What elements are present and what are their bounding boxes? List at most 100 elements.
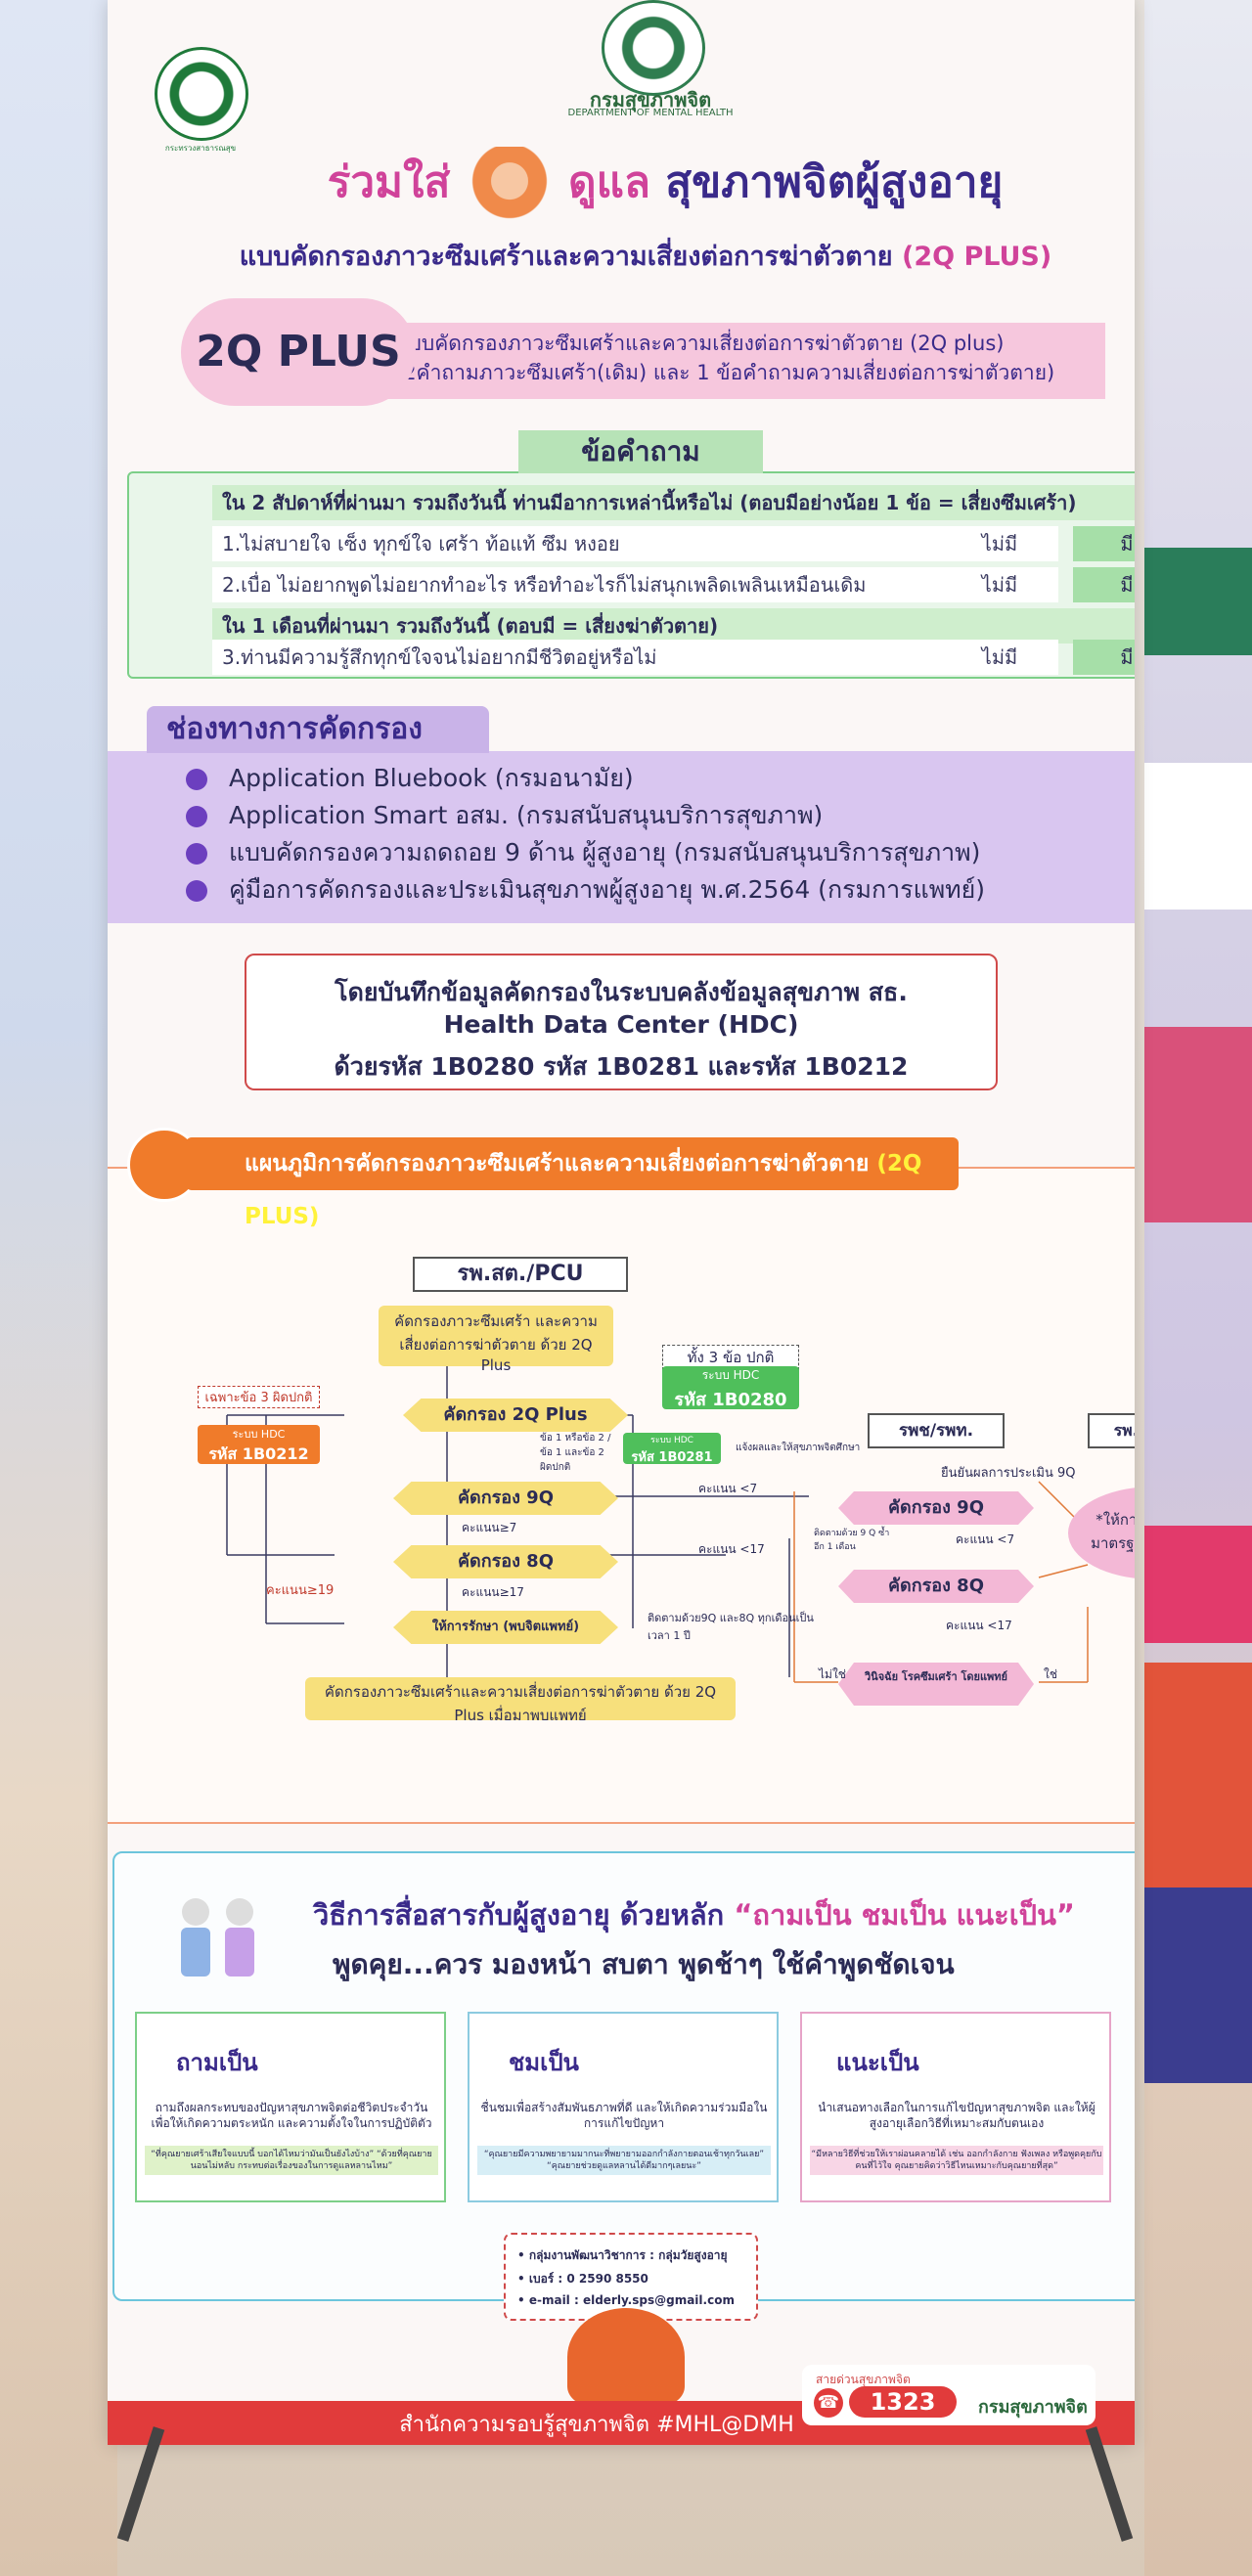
diamond-2q-plus: คัดกรอง 2Q Plus — [403, 1399, 628, 1432]
label-lt7: คะแนน <7 — [698, 1482, 758, 1495]
question-2: 2.เบื่อ ไม่อยากพูดไม่อยากทำอะไร หรือทำอะ… — [212, 567, 1014, 602]
question-3-no: ไม่มี — [941, 640, 1058, 675]
title-part-2: ดูแล — [568, 157, 650, 207]
question-1-no: ไม่มี — [941, 526, 1058, 561]
channel-item: แบบคัดกรองความถดถอย 9 ด้าน ผู้สูงอายุ (ก… — [186, 835, 1125, 870]
diamond-8q: คัดกรอง 8Q — [393, 1545, 618, 1578]
label-ge17: คะแนน≥17 — [462, 1585, 524, 1599]
code-1b0212-label: รหัส 1B0212 — [208, 1444, 309, 1463]
screen-start-box: คัดกรองภาวะซึมเศร้า และความเสี่ยงต่อการฆ… — [379, 1306, 613, 1374]
contact-email: • e-mail : elderly.sps@gmail.com — [517, 2293, 735, 2307]
footer-bar: สำนักความรอบรู้สุขภาพจิต #MHL@DMH — [108, 2401, 1135, 2445]
hdc-code-1b0281: ระบบ HDC รหัส 1B0281 — [623, 1433, 721, 1465]
hotline-box: สายด่วนสุขภาพจิต ☎ 1323 กรมสุขภาพจิต — [802, 2365, 1096, 2425]
card-praise-desc: ชื่นชมเพื่อสร้างสัมพันธภาพที่ดี และให้เก… — [480, 2101, 768, 2130]
question-3-yes: มี — [1073, 640, 1135, 675]
hdc-system-label: ระบบ HDC — [701, 1368, 760, 1382]
hdc-system-label: ระบบ HDC — [650, 1436, 693, 1445]
poster-banner: กระทรวงสาธารณสุข กรมสุขภาพจิต DEPARTMENT… — [108, 0, 1135, 2445]
elderly-people-icon — [166, 1892, 274, 1990]
rescreen-box: คัดกรองภาวะซึมเศร้าและความเสี่ยงต่อการฆ่… — [305, 1677, 736, 1724]
elderly-illustration — [181, 1898, 254, 1976]
code-1b0281-label: รหัส 1B0281 — [631, 1450, 713, 1465]
subtitle-text: แบบคัดกรองภาวะซึมเศร้าและความเสี่ยงต่อกา… — [239, 242, 893, 272]
question-1: 1.ไม่สบายใจ เซ็ง ทุกข์ใจ เศร้า ท้อแท้ ซึ… — [212, 526, 1014, 561]
card-praise-quote: “คุณยายมีความพยายามมากนะที่พยายามออกกำลั… — [477, 2146, 771, 2175]
all3-normal-label: ทั้ง 3 ข้อ ปกติ — [662, 1345, 799, 1370]
question-2-yes: มี — [1073, 567, 1135, 602]
channel-item: Application Bluebook (กรมอนามัย) — [186, 761, 1125, 796]
diamond-diagnose: วินิจฉัย โรคซึมเศร้า โดยแพทย์ — [838, 1663, 1034, 1706]
2q-desc-line1: แบบคัดกรองภาวะซึมเศร้าและความเสี่ยงต่อกา… — [395, 332, 1005, 355]
hdc-line2: Health Data Center (HDC) — [443, 1010, 799, 1039]
question-section-1: ใน 2 สัปดาห์ที่ผ่านมา รวมถึงวันนี้ ท่านม… — [212, 485, 1135, 520]
bullet-icon — [186, 769, 207, 790]
hdc-code-1b0212: ระบบ HDC รหัส 1B0212 — [198, 1425, 320, 1464]
diamond-treat: ให้การรักษา (พบจิตแพทย์) — [393, 1611, 618, 1644]
flowchart-title-2q: (2Q PLUS) — [245, 1151, 922, 1229]
bullet-icon — [186, 806, 207, 827]
department-logo — [602, 0, 705, 96]
title-part-1: ร่วมใส่ — [327, 157, 451, 207]
2q-plus-badge: 2Q PLUS — [181, 298, 416, 406]
communication-title: วิธีการสื่อสารกับผู้สูงอายุ ด้วยหลัก “ถา… — [313, 1892, 1096, 1937]
phone-icon: ☎ — [814, 2388, 843, 2418]
hospital-box: รพช/รพท. — [868, 1413, 1005, 1448]
contact-box: • กลุ่มงานพัฒนาวิชาการ : กลุ่มวัยสูงอายุ… — [504, 2233, 758, 2321]
question-1-yes: มี — [1073, 526, 1135, 561]
note-q1-q2: ข้อ 1 หรือข้อ 2 / ข้อ 1 และข้อ 2 ผิดปกติ — [540, 1433, 611, 1473]
card-advise-desc: นำเสนอทางเลือกในการแก้ไขปัญหาสุขภาพจิต แ… — [818, 2101, 1096, 2130]
card-advise: แนะเป็น นำเสนอทางเลือกในการแก้ไขปัญหาสุข… — [800, 2012, 1111, 2202]
card-advise-title: แนะเป็น — [836, 2049, 919, 2076]
pcu-box: รพ.สต./PCU — [413, 1257, 628, 1292]
channel-item: Application Smart อสม. (กรมสนับสนุนบริกา… — [186, 798, 1125, 833]
label-lt17: คะแนน <17 — [698, 1542, 765, 1556]
flowchart-panel: รพ.สต./PCU คัดกรองภาวะซึมเศร้า และความเส… — [108, 1167, 1135, 1824]
subtitle-2q-plus: (2Q PLUS) — [902, 242, 1052, 272]
flowchart-title-text: แผนภูมิการคัดกรองภาวะซึมเศร้าและความเสี่… — [245, 1151, 870, 1177]
label-no: ไม่ใช่ — [819, 1667, 846, 1681]
card-ask: ถามเป็น ถามถึงผลกระทบของปัญหาสุขภาพจิตต่… — [135, 2012, 446, 2202]
communication-title-quote: “ถามเป็น ชมเป็น แนะเป็น” — [734, 1898, 1075, 1932]
question-section-2: ใน 1 เดือนที่ผ่านมา รวมถึงวันนี้ (ตอบมี … — [212, 608, 1135, 644]
card-advise-quote: “มีหลายวิธีที่ช่วยให้เราผ่อนคลายได้ เช่น… — [810, 2146, 1103, 2175]
label-confirm-9q: ยืนยันผลการประเมิน 9Q — [941, 1466, 1076, 1481]
channel-item: คู่มือการคัดกรองและประเมินสุขภาพผู้สูงอา… — [186, 872, 1125, 908]
heart-brain-icon — [465, 147, 554, 223]
hdc-line3: ด้วยรหัส 1B0280 รหัส 1B0281 และรหัส 1B02… — [334, 1052, 909, 1081]
2q-description: แบบคัดกรองภาวะซึมเศร้าและความเสี่ยงต่อกา… — [381, 323, 1105, 399]
channel-item-label: แบบคัดกรองความถดถอย 9 ด้าน ผู้สูงอายุ (ก… — [229, 838, 981, 866]
label-yes: ใช่ — [1044, 1667, 1058, 1681]
hdc-code-1b0280: ระบบ HDC รหัส 1B0280 — [662, 1366, 799, 1410]
ministry-text: กระทรวงสาธารณสุข — [164, 144, 237, 153]
background-left — [0, 0, 117, 2576]
question-3: 3.ท่านมีความรู้สึกทุกข์ใจจนไม่อยากมีชีวิ… — [212, 640, 1014, 675]
2q-desc-line2: (2คำถามภาวะซึมเศร้า(เดิม) และ 1 ข้อคำถาม… — [395, 361, 1055, 384]
label-ge19: คะแนน≥19 — [266, 1583, 335, 1598]
channels-heading: ช่องทางการคัดกรอง — [147, 706, 489, 753]
label-lt17-hospital: คะแนน <17 — [946, 1619, 1012, 1632]
flowchart-title: แผนภูมิการคัดกรองภาวะซึมเศร้าและความเสี่… — [186, 1137, 959, 1229]
contact-group: • กลุ่มงานพัฒนาวิชาการ : กลุ่มวัยสูงอายุ — [517, 2248, 728, 2262]
footer-text: สำนักความรอบรู้สุขภาพจิต #MHL@DMH — [399, 2413, 794, 2437]
channel-item-label: Application Smart อสม. (กรมสนับสนุนบริกา… — [229, 801, 824, 829]
footer-department: กรมสุขภาพจิต — [978, 2397, 1088, 2418]
channel-item-label: คู่มือการคัดกรองและประเมินสุขภาพผู้สูงอา… — [229, 875, 986, 904]
code-1b0280-label: รหัส 1B0280 — [674, 1390, 787, 1410]
hdc-line1: โดยบันทึกข้อมูลคัดกรองในระบบคลังข้อมูลสุ… — [335, 978, 908, 1006]
hdc-box: โดยบันทึกข้อมูลคัดกรองในระบบคลังข้อมูลสุ… — [245, 954, 998, 1090]
hotline-label: สายด่วนสุขภาพจิต — [816, 2373, 911, 2386]
only3-abnormal-label: เฉพาะข้อ 3 ผิดปกติ — [198, 1386, 320, 1408]
card-ask-quote: “ที่คุณยายเศร้าเสียใจแบบนี้ บอกได้ไหมว่า… — [145, 2146, 438, 2175]
card-praise-title: ชมเป็น — [509, 2049, 579, 2076]
label-ge7: คะแนน≥7 — [462, 1521, 517, 1534]
hotline-number: 1323 — [849, 2386, 957, 2418]
label-lt7-hospital: คะแนน <7 — [956, 1532, 1015, 1546]
diamond-hospital-9q: คัดกรอง 9Q — [838, 1491, 1034, 1525]
owl-mascot-large-icon — [567, 2308, 685, 2406]
question-2-no: ไม่มี — [941, 567, 1058, 602]
questions-heading: ข้อคำถาม — [518, 430, 763, 473]
background-right — [1144, 0, 1252, 2576]
contact-phone: • เบอร์ : 0 2590 8550 — [517, 2272, 648, 2286]
bullet-icon — [186, 843, 207, 865]
